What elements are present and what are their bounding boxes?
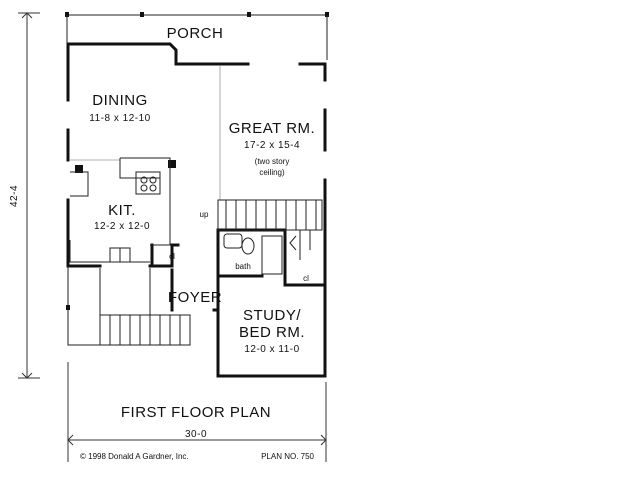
entry-stairs (66, 266, 191, 346)
copyright-text: © 1998 Donald A Gardner, Inc. (80, 452, 189, 461)
width-dimension-label: 30-0 (185, 429, 207, 440)
great-room-note-2: ceiling) (259, 168, 285, 177)
porch-railing (65, 12, 329, 60)
study-label-line2: BED RM. (239, 324, 305, 341)
dining-label: DINING (92, 92, 148, 109)
closet-label-study: cl (303, 274, 309, 283)
porch-label: PORCH (167, 25, 224, 42)
plan-title: FIRST FLOOR PLAN (121, 404, 271, 421)
great-room-size: 17-2 x 15-4 (244, 140, 300, 151)
study-label-line1: STUDY/ (243, 307, 301, 324)
dimension-width (67, 362, 327, 462)
plan-number: PLAN NO. 750 (261, 452, 314, 461)
great-room-label: GREAT RM. (229, 120, 315, 137)
study-size: 12-0 x 11-0 (244, 344, 299, 355)
bath-fixtures (223, 233, 283, 275)
stairs (217, 199, 323, 260)
closet-label-kitchen: cl (169, 252, 175, 261)
stair-up-label: up (200, 210, 209, 219)
great-room-note-1: (two story (255, 157, 290, 166)
bath-label: bath (235, 262, 251, 271)
exterior-walls (66, 42, 327, 378)
kitchen-label: KIT. (108, 202, 136, 219)
dining-size: 11-8 x 12-10 (89, 113, 150, 124)
dimension-height (18, 12, 40, 379)
height-dimension-label: 42-4 (9, 185, 20, 207)
kitchen-size: 12-2 x 12-0 (94, 221, 150, 232)
foyer-label: FOYER (168, 289, 222, 306)
kitchen-cabinets (69, 66, 221, 263)
